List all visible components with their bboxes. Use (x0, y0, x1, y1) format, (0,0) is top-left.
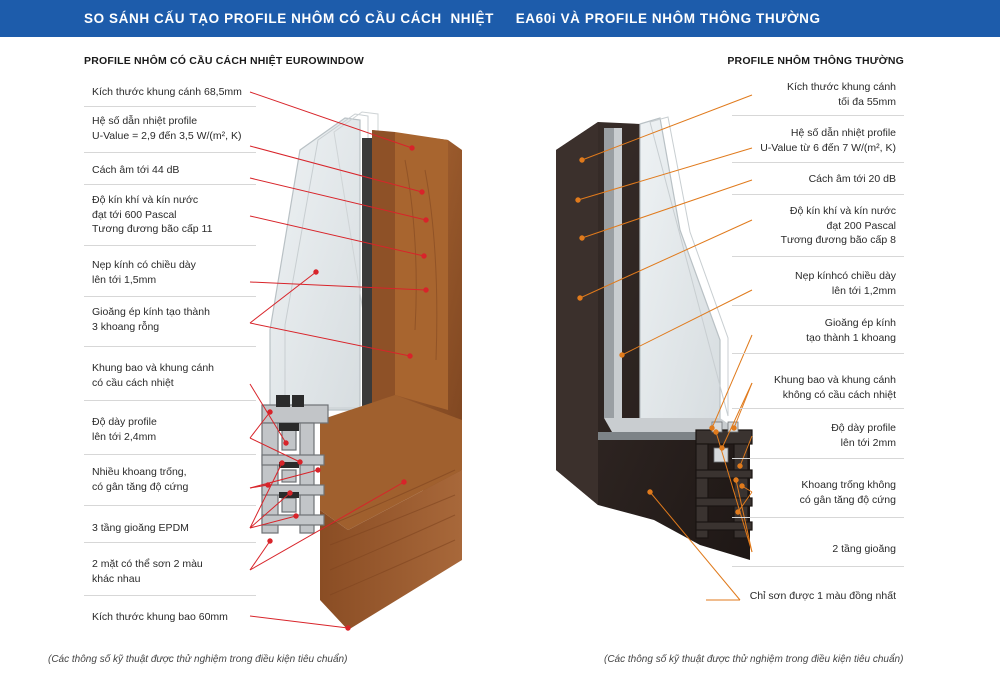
right-separator (732, 115, 904, 116)
right-label-frame-size: Kích thước khung cánh tối đa 55mm (786, 81, 896, 108)
left-separator (84, 245, 256, 246)
right-footnote: (Các thông số kỹ thuật được thử nghiệm t… (604, 654, 904, 665)
right-separator (732, 353, 904, 354)
left-label-glazing-bead: Nẹp kính có chiều dày lên tới 1,5mm (92, 259, 196, 286)
left-label-two-colors: 2 mặt có thể sơn 2 màu khác nhau (92, 558, 203, 585)
right-label-gaskets: 2 tầng gioăng (832, 543, 896, 555)
right-label-thickness: Độ dày profile lên tới 2mm (831, 422, 896, 449)
right-label-sound: Cách âm tới 20 dB (808, 173, 896, 185)
left-label-frame-size: Kích thước khung cánh 68,5mm (92, 86, 242, 98)
left-label-sound: Cách âm tới 44 dB (92, 164, 180, 176)
left-separator (84, 152, 256, 153)
left-label-epdm: 3 tầng gioăng EPDM (92, 522, 189, 534)
right-separator (732, 256, 904, 257)
left-separator (84, 595, 256, 596)
left-label-chambers: Nhiều khoang trống, có gân tăng độ cứng (92, 466, 189, 493)
right-separator (732, 566, 904, 567)
right-label-glazing-bead: Nẹp kínhcó chiều dày lên tới 1,2mm (795, 270, 896, 297)
right-separator (732, 162, 904, 163)
left-separator (84, 505, 256, 506)
page-banner: SO SÁNH CẤU TẠO PROFILE NHÔM CÓ CẦU CÁCH… (0, 0, 1000, 37)
left-label-gasket: Gioăng ép kính tạo thành 3 khoang rỗng (92, 306, 210, 333)
right-leader-lines (575, 94, 753, 601)
right-separator (732, 194, 904, 195)
right-separator (732, 517, 904, 518)
right-separator (732, 305, 904, 306)
left-label-thickness: Độ dày profile lên tới 2,4mm (92, 416, 157, 443)
left-separator (84, 346, 256, 347)
left-heading: PROFILE NHÔM CÓ CẦU CÁCH NHIỆT EUROWINDO… (84, 55, 365, 67)
left-separator (84, 184, 256, 185)
right-separator (732, 408, 904, 409)
left-label-u-value: Hệ số dẫn nhiệt profile U-Value = 2,9 đế… (92, 115, 242, 142)
right-label-u-value: Hệ số dẫn nhiệt profile U-Value từ 6 đến… (760, 127, 896, 154)
left-window-illustration (261, 111, 462, 630)
left-label-air-water: Độ kín khí và kín nước đạt tới 600 Pasca… (92, 194, 213, 235)
left-footnote: (Các thông số kỹ thuật được thử nghiệm t… (48, 654, 348, 665)
left-separator (84, 296, 256, 297)
left-separator (84, 106, 256, 107)
left-label-thermal-break: Khung bao và khung cánh có cầu cách nhiệ… (92, 362, 215, 389)
left-separator (84, 400, 256, 401)
right-label-air-water: Độ kín khí và kín nước đạt 200 Pascal Tư… (780, 205, 896, 246)
right-label-chambers: Khoang trống không có gân tăng độ cứng (799, 479, 896, 506)
right-separator (732, 458, 904, 459)
left-label-outer-frame: Kích thước khung bao 60mm (92, 611, 228, 623)
right-label-gasket: Gioăng ép kính tạo thành 1 khoang (806, 317, 896, 344)
left-leader-lines (249, 91, 429, 631)
right-label-no-thermal: Khung bao và khung cánh không có cầu các… (773, 374, 896, 401)
right-window-illustration (556, 116, 753, 560)
left-separator (84, 454, 256, 455)
left-separator (84, 542, 256, 543)
right-label-one-color: Chỉ sơn được 1 màu đồng nhất (749, 590, 896, 602)
right-heading: PROFILE NHÔM THÔNG THƯỜNG (727, 55, 904, 67)
